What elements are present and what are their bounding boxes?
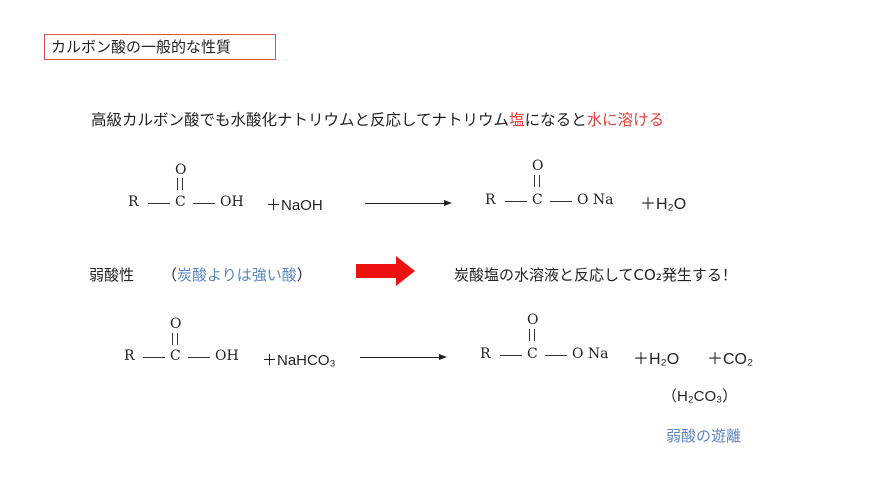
eq1-p-ona: O Na [577, 192, 614, 208]
eq1-p-oxygen: O [532, 158, 544, 174]
eq2-p-carbon: C [527, 346, 538, 362]
intro-line: 高級カルボン酸でも水酸化ナトリウムと反応してナトリウム塩になると水に溶ける [91, 109, 664, 131]
eq1-r: R [128, 194, 139, 210]
title-box: カルボン酸の一般的な性質 [44, 34, 276, 60]
eq1-bond-left [148, 203, 170, 204]
eq2-p-bond-left [500, 355, 522, 356]
eq2-p-bond-right [545, 355, 567, 356]
red-arrow-shape [356, 256, 415, 286]
note-open: （ [162, 266, 178, 284]
carbonic-acid-label: （H₂CO₃） [662, 388, 738, 405]
eq1-p-double-bond [534, 175, 540, 187]
red-arrow-icon [356, 256, 415, 286]
reaction-note: 炭酸塩の水溶液と反応してCO₂発生する！ [454, 266, 737, 284]
note-text: 炭酸よりは強い酸 [177, 266, 297, 284]
eq2-bond-left [143, 357, 165, 358]
page-title: カルボン酸の一般的な性質 [51, 38, 232, 56]
eq1-oxygen: O [175, 162, 187, 178]
eq1-bond-right [193, 203, 215, 204]
intro-salt: 塩 [509, 111, 525, 129]
eq2-oh: OH [215, 348, 239, 364]
eq2-p-double-bond [529, 329, 535, 341]
eq2-double-bond [172, 333, 178, 345]
intro-text-2: になると [524, 111, 587, 129]
eq1-water: ＋H₂O [640, 196, 687, 213]
eq2-r: R [124, 348, 135, 364]
note-close: ） [296, 266, 312, 284]
eq1-double-bond [177, 178, 183, 190]
eq2-water: ＋H₂O [633, 351, 680, 368]
intro-text-1: 高級カルボン酸でも水酸化ナトリウムと反応してナトリウム [91, 111, 510, 129]
note-line: （炭酸よりは強い酸） [162, 264, 312, 285]
eq2-arrow-head [439, 354, 447, 360]
eq1-carbon: C [175, 194, 186, 210]
eq1-oh: OH [220, 194, 244, 210]
eq2-co2: ＋CO₂ [707, 351, 754, 368]
eq2-bond-right [188, 357, 210, 358]
weak-acid-release: 弱酸の遊離 [666, 427, 742, 445]
intro-dissolve: 水に溶ける [586, 111, 665, 129]
eq1-p-bond-right [550, 201, 572, 202]
eq2-arrow-line [360, 357, 440, 358]
eq2-oxygen: O [170, 316, 182, 332]
eq1-arrow-head [444, 200, 452, 206]
eq2-p-r: R [480, 346, 491, 362]
eq2-p-oxygen: O [527, 312, 539, 328]
eq2-carbon: C [170, 348, 181, 364]
eq1-p-r: R [485, 192, 496, 208]
eq1-reagent: ＋NaOH [266, 197, 323, 214]
eq2-reagent: ＋NaHCO₃ [262, 352, 336, 369]
eq1-arrow-line [365, 203, 445, 204]
eq1-p-bond-left [505, 201, 527, 202]
eq1-p-carbon: C [532, 192, 543, 208]
eq2-p-ona: O Na [572, 346, 609, 362]
weak-acid-label: 弱酸性 [89, 266, 135, 284]
